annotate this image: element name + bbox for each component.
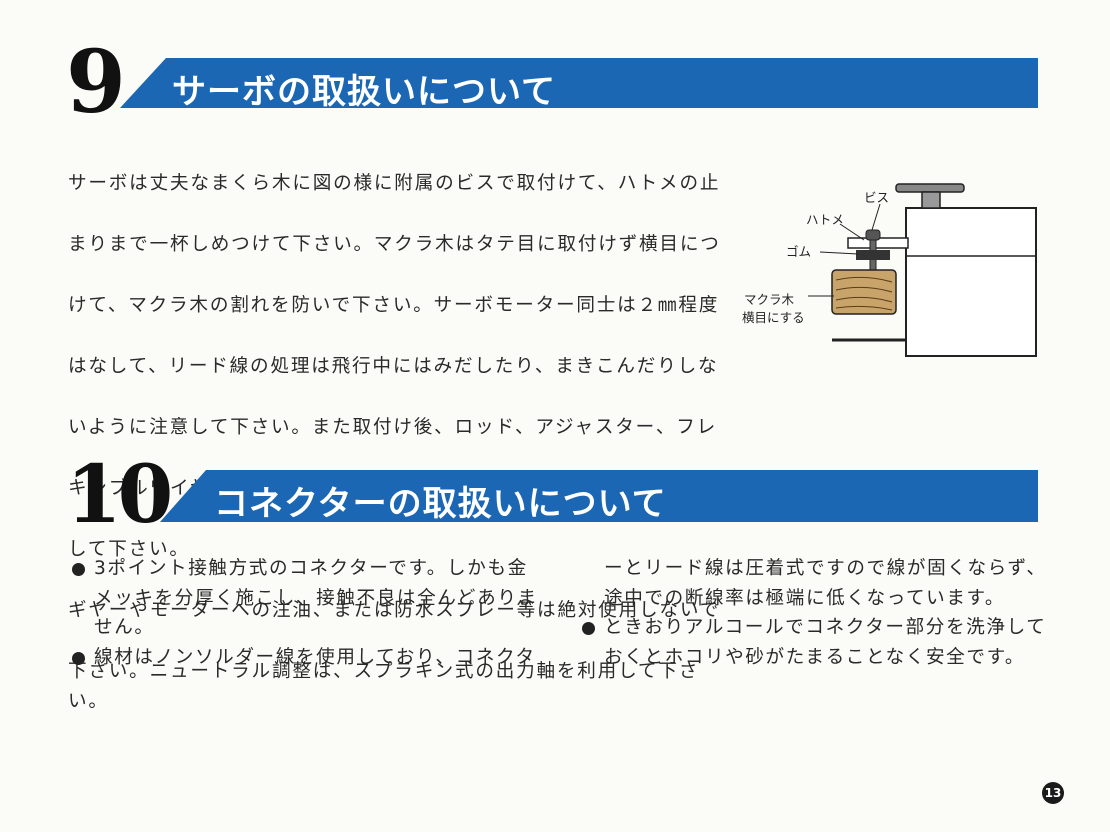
body-line: して下さい。 — [68, 538, 190, 560]
servo-knob — [895, 183, 965, 193]
section-10-banner — [160, 470, 1038, 522]
bullet-icon — [72, 563, 85, 576]
label-eyelet: ハトメ — [806, 212, 844, 227]
rubber-grommet — [856, 250, 890, 260]
section-10-title: コネクターの取扱いについて — [214, 484, 667, 524]
body-line: 下さい。ニュートラル調整は、スプラキン式の出力軸を利用して下さい。 — [68, 660, 700, 713]
section-9-title: サーボの取扱いについて — [172, 72, 556, 112]
servo-body — [905, 207, 1037, 357]
label-block-2: 横目にする — [742, 310, 805, 325]
section-9-number: 9 — [66, 32, 126, 133]
body-line: サーボは丈夫なまくら木に図の様に附属のビスで取付けて、ハトメの止 — [68, 172, 721, 194]
body-line: けて、マクラ木の割れを防いで下さい。サーボモーター同士は２㎜程度 — [68, 294, 720, 316]
section-9-banner — [120, 58, 1038, 108]
bullet-icon — [72, 651, 85, 665]
list-item: ときおりアルコールでコネクター部分を洗浄して おくとホコリや砂がたまることなく安… — [582, 613, 1052, 672]
wood-block — [831, 269, 897, 315]
label-block-1: マクラ木 — [744, 292, 795, 307]
body-line: ギヤーやモーターへの注油、または防水スプレー等は絶対使用しないで — [68, 599, 721, 621]
label-screw: ビス — [864, 190, 889, 205]
page-number: 13 — [1042, 782, 1064, 804]
section-9-header: 9 サーボの取扱いについて — [0, 38, 1110, 126]
body-line: はなして、リード線の処理は飛行中にはみだしたり、まきこんだりしな — [68, 355, 719, 377]
section-10-number: 10 — [66, 447, 173, 541]
section-10-right-list: ーとリード線は圧着式ですので線が固くならず、 途中での断線率は極端に低くなってい… — [582, 554, 1052, 672]
screw-icon — [865, 229, 881, 241]
label-rubber: ゴム — [786, 244, 811, 259]
list-item: ーとリード線は圧着式ですので線が固くならず、 途中での断線率は極端に低くなってい… — [604, 558, 1047, 609]
section-10-header: 10 コネクターの取扱いについて — [0, 450, 1110, 540]
bullet-icon — [582, 622, 595, 635]
body-line: まりまで一杯しめつけて下さい。マクラ木はタテ目に取付けず横目につ — [68, 233, 721, 255]
servo-mount-diagram: ビス ハトメ ゴム マクラ木 横目にする — [742, 183, 1037, 357]
list-item: 線材はノンソルダー線を使用しており、コネクタ — [72, 643, 542, 673]
body-line: いように注意して下さい。また取付け後、ロッド、アジャスター、フレ — [68, 416, 718, 438]
section-10-left-list: 3ポイント接触方式のコネクターです。しかも金 メッキを分厚く施こし、接触不良は全… — [72, 554, 542, 672]
list-item: 3ポイント接触方式のコネクターです。しかも金 メッキを分厚く施こし、接触不良は全… — [72, 554, 542, 643]
